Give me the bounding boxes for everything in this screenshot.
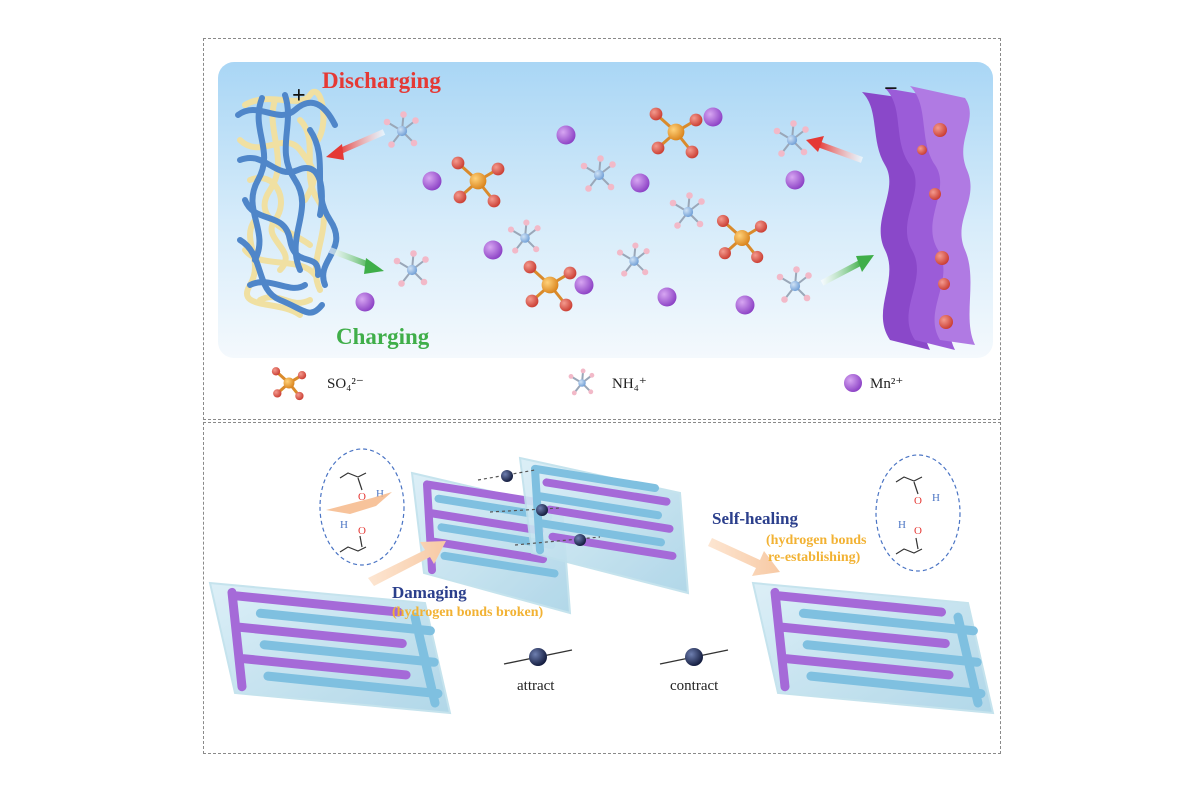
anode-embedded-ions <box>917 123 953 329</box>
manganese-ion-icon <box>735 295 755 315</box>
manganese-ion-icon <box>703 107 723 127</box>
manganese-ion-icon <box>630 173 650 193</box>
charging-arrow-right <box>820 255 874 286</box>
electrolyte-ions <box>355 107 812 315</box>
hbond-h-top: H <box>376 488 384 500</box>
cathode-fiber-network <box>235 89 340 318</box>
discharging-arrow-right <box>806 136 864 163</box>
manganese-ion-icon <box>483 240 503 260</box>
hbond-o-top-healed: O <box>914 495 922 507</box>
charging-label: Charging <box>336 324 430 349</box>
hbond-broken-inset: O H H O <box>319 448 405 566</box>
blue-electrode <box>255 608 443 708</box>
legend-sulfate-icon <box>271 367 307 401</box>
self-healing-label: Self-healing <box>712 509 798 528</box>
discharging-arrow-left <box>326 129 386 160</box>
purple-electrode <box>227 587 411 692</box>
sulfate-molecule-icon <box>649 107 703 159</box>
bottom-panel-frame <box>203 422 1001 754</box>
ammonium-molecule-icon <box>383 111 419 148</box>
hbond-h-bottom-healed: H <box>898 519 906 531</box>
legend-sulfate-molecule <box>271 367 307 401</box>
damaging-subtitle: (hydrogen bonds broken) <box>392 605 544 620</box>
sulfate-molecule-icon <box>716 214 768 264</box>
attract-label: attract <box>517 678 555 694</box>
healed-device-right <box>751 581 995 715</box>
legend-manganese-icon <box>844 374 862 392</box>
purple-electrode <box>770 587 954 692</box>
cathode-plus-sign: + <box>292 83 306 109</box>
ammonium-molecule-icon <box>580 155 616 192</box>
manganese-ion-icon <box>355 292 375 312</box>
anode-manganese-sheets <box>862 86 975 350</box>
hbond-o-bottom-healed: O <box>914 525 922 537</box>
damaging-label: Damaging <box>392 583 467 602</box>
sulfate-molecule-icon <box>451 156 505 208</box>
manganese-ion-icon <box>422 171 442 191</box>
charging-arrow-left <box>328 247 384 274</box>
discharging-label: Discharging <box>322 68 441 93</box>
intact-device-left <box>208 581 452 715</box>
damaged-device-half-b <box>518 456 690 595</box>
hbond-links <box>477 469 601 546</box>
attract-symbol <box>503 648 573 666</box>
hbond-h-top-healed: H <box>932 492 940 504</box>
ammonium-molecule-icon <box>393 250 429 287</box>
ammonium-molecule-icon <box>776 266 812 303</box>
hbond-h-bottom: H <box>340 519 348 531</box>
hbond-o-top: O <box>358 491 366 503</box>
hbond-formed-inset: O H H O <box>875 454 961 572</box>
blue-electrode <box>798 608 986 708</box>
contract-symbol <box>659 648 729 666</box>
ammonium-molecule-icon <box>773 120 809 157</box>
ammonium-molecule-icon <box>616 242 650 277</box>
damaging-arrow <box>368 541 446 586</box>
legend: SO₄²⁻ NH₄⁺ Mn²⁺ <box>271 367 903 401</box>
ammonium-molecule-icon <box>507 219 541 254</box>
contract-label: contract <box>670 678 719 694</box>
electrode-strip <box>423 480 547 575</box>
self-healing-subtitle-1: (hydrogen bonds <box>766 533 867 548</box>
electrode-strip <box>542 478 677 560</box>
self-healing-subtitle-2: re-establishing) <box>768 550 861 565</box>
hbond-o-bottom: O <box>358 525 366 537</box>
legend-ammonium-label: NH₄⁺ <box>612 376 647 392</box>
legend-ammonium-icon <box>568 368 595 396</box>
legend-manganese-label: Mn²⁺ <box>870 376 903 392</box>
manganese-ion-icon <box>785 170 805 190</box>
legend-ammonium-molecule <box>568 368 595 396</box>
legend-sulfate-label: SO₄²⁻ <box>327 376 364 392</box>
electrode-strip <box>531 464 665 555</box>
top-panel-frame <box>203 38 1001 420</box>
manganese-ion-icon <box>657 287 677 307</box>
self-healing-arrow <box>708 538 780 576</box>
ammonium-molecule-icon <box>669 192 705 229</box>
manganese-ion-icon <box>556 125 576 145</box>
anode-minus-sign: − <box>884 76 898 102</box>
manganese-ion-icon <box>574 275 594 295</box>
sulfate-molecule-icon <box>523 260 577 312</box>
